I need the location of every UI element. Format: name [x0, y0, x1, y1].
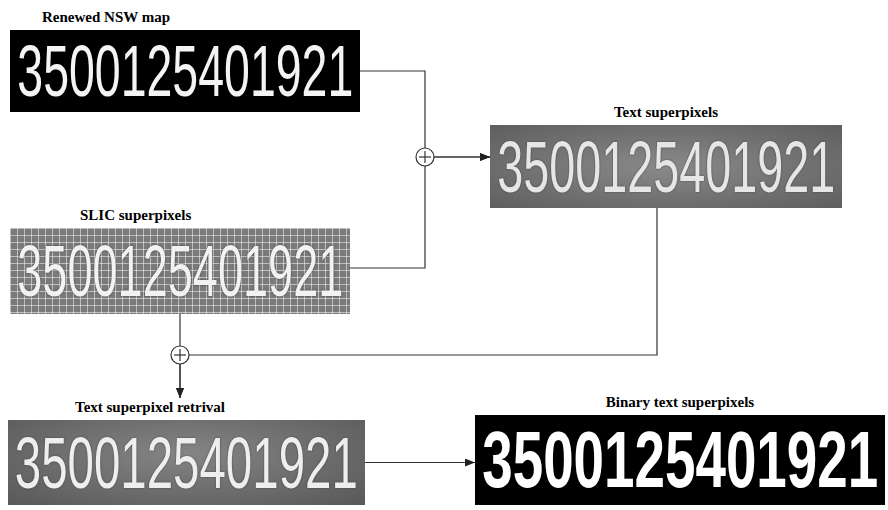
digit-string: 3500125401921 — [497, 131, 835, 203]
image-panel-node: SLIC superpixels 3500125401921 — [10, 206, 350, 314]
image-panel-node: Text superpixel retrival 3500125401921 — [8, 398, 365, 505]
panel-heading: Text superpixel retrival — [8, 398, 365, 420]
digit-string: 3500125401921 — [15, 427, 358, 499]
image-panel: 3500125401921 — [8, 420, 365, 505]
panel-heading: SLIC superpixels — [10, 206, 350, 228]
plus-symbol — [171, 346, 189, 364]
digit-string: 3500125401921 — [17, 35, 353, 107]
image-panel: 3500125401921 — [490, 125, 842, 208]
image-panel: 3500125401921 — [10, 228, 350, 314]
digit-string: 3500125401921 — [482, 420, 878, 500]
flow-arrow — [360, 71, 490, 157]
flow-arrow — [350, 157, 490, 268]
panel-heading: Binary text superpixels — [475, 393, 885, 415]
image-panel-node: Text superpixels 3500125401921 — [490, 103, 842, 208]
panel-heading: Renewed NSW map — [10, 8, 360, 30]
panel-heading: Text superpixels — [490, 103, 842, 125]
digit-string: 3500125401921 — [17, 235, 343, 307]
plus-symbol — [416, 148, 434, 166]
image-panel: 3500125401921 — [475, 415, 885, 505]
image-panel-node: Renewed NSW map 3500125401921 — [10, 8, 360, 112]
image-panel: 3500125401921 — [10, 30, 360, 112]
flow-arrow — [365, 462, 475, 463]
image-panel-node: Binary text superpixels 3500125401921 — [475, 393, 885, 505]
